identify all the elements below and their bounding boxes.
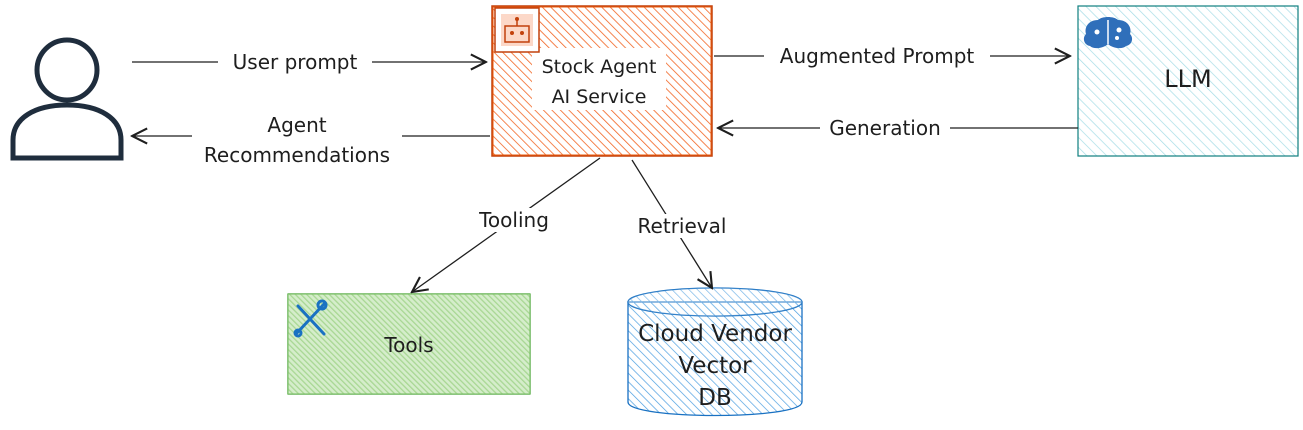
agent-service-label: Stock Agent AI Service (532, 52, 666, 112)
robot-icon (494, 7, 540, 53)
tools-label: Tools (384, 333, 434, 357)
wrench-screwdriver-icon (293, 299, 328, 338)
edge-label-agent-recommendations: Agent Recommendations (192, 110, 402, 170)
vector-db-cylinder[interactable] (627, 287, 803, 417)
edge-label-tooling: Tooling (470, 208, 558, 232)
vector-db-label-line2: Vector (678, 353, 752, 379)
user-icon (10, 37, 124, 161)
vector-db-label-line3: DB (698, 385, 732, 411)
vector-db-label: Cloud Vendor Vector DB (622, 318, 808, 414)
edge-label-user-prompt: User prompt (218, 50, 372, 74)
edge-label-retrieval: Retrieval (628, 214, 736, 238)
brain-circuit-icon (1083, 17, 1133, 49)
llm-label: LLM (1164, 65, 1212, 93)
vector-db-label-line1: Cloud Vendor (638, 321, 792, 347)
edge-label-generation: Generation (820, 116, 950, 140)
tools-box[interactable] (287, 293, 531, 395)
agent-service-label-line2: AI Service (551, 86, 647, 108)
edge-label-augmented-prompt: Augmented Prompt (764, 44, 990, 68)
edge-label-agent-recommendations-line1: Agent (267, 113, 327, 137)
agent-service-label-line1: Stock Agent (541, 56, 657, 78)
edge-label-agent-recommendations-line2: Recommendations (203, 143, 391, 167)
